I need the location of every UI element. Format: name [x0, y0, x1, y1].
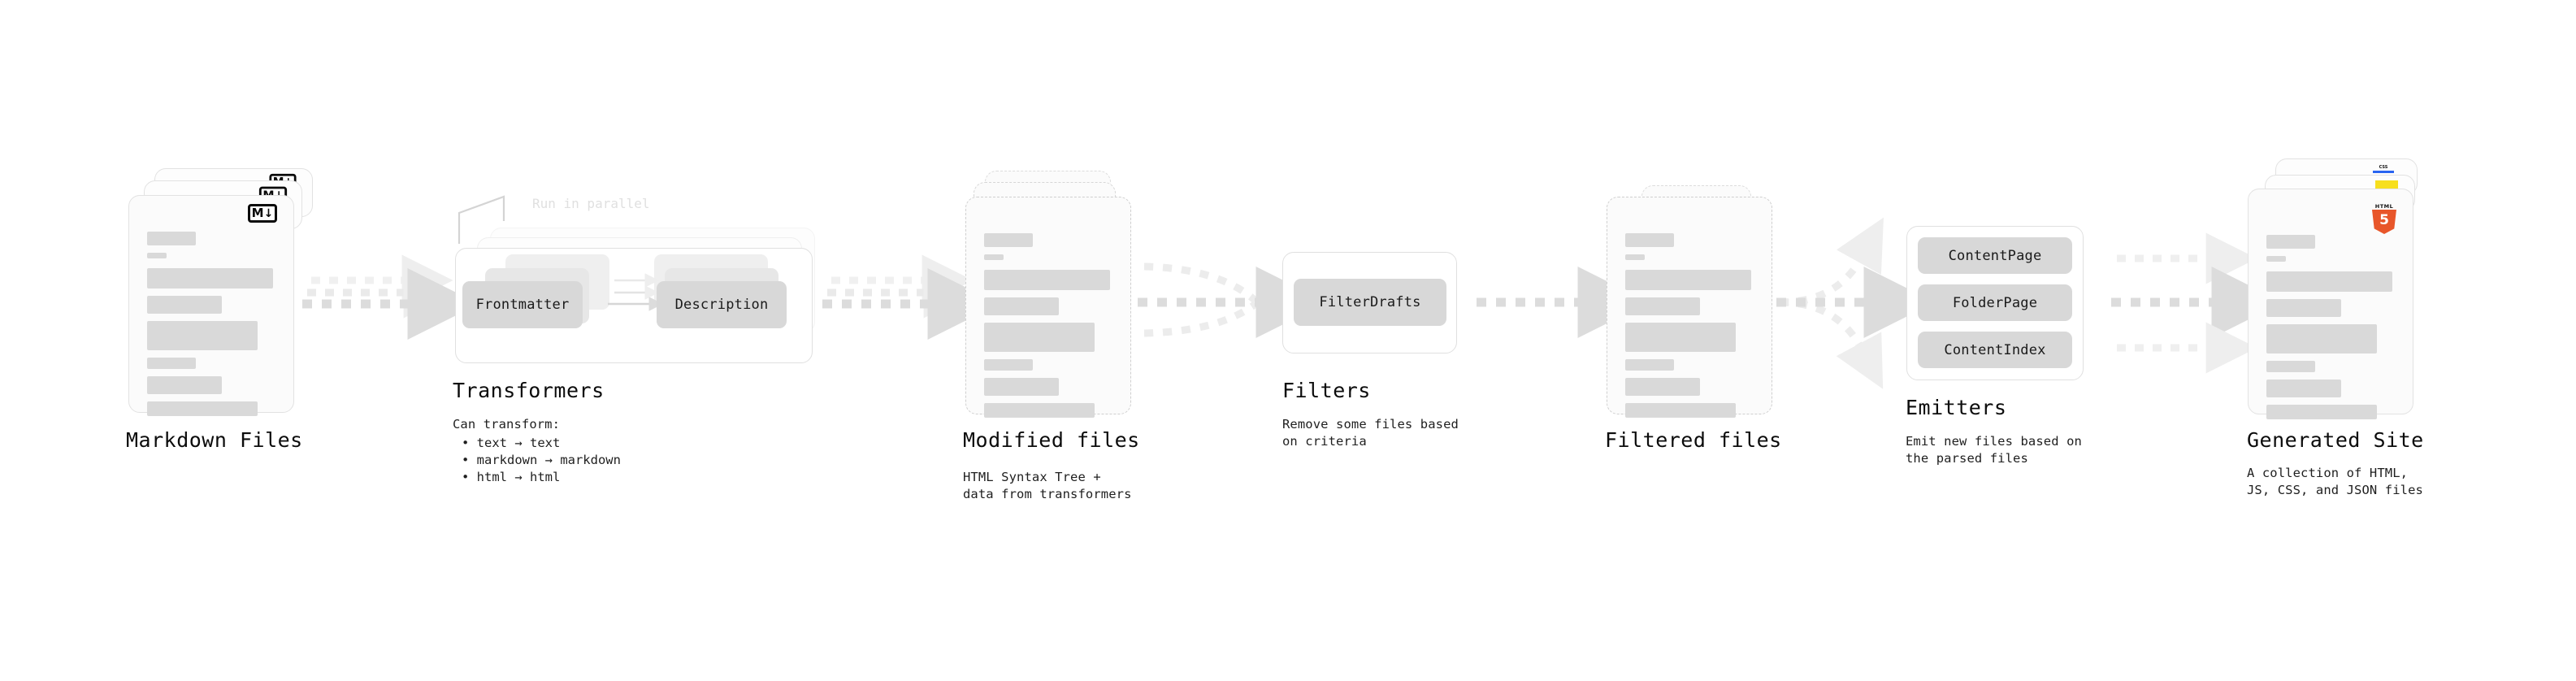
content-bar: [984, 323, 1095, 352]
content-bar: [1625, 233, 1674, 247]
stage-title-generated-site: Generated Site: [2247, 428, 2424, 452]
content-bar: [2266, 380, 2341, 397]
content-bar: [2266, 299, 2341, 317]
css-underline: [2373, 171, 2394, 173]
stage-subtitle-emitters: Emit new files based on the parsed files: [1906, 434, 2082, 466]
arrow-transformers-to-modified: [822, 254, 1000, 340]
content-bar: [2266, 271, 2392, 292]
bullet-item: • text → text: [462, 436, 561, 450]
plugin-label: ContentPage: [1948, 247, 2042, 264]
plugin-pill-filterdrafts[interactable]: FilterDrafts: [1294, 279, 1446, 326]
html5-shield: [2372, 210, 2396, 234]
content-bar: [984, 297, 1059, 315]
stage-subtitle-transformers: Can transform:: [453, 417, 561, 432]
run-in-parallel-label: Run in parallel: [532, 196, 650, 211]
plugin-pill-contentindex[interactable]: ContentIndex: [1918, 332, 2072, 368]
content-bar: [2266, 405, 2377, 419]
content-bar: [1625, 403, 1736, 418]
plugin-label: Frontmatter: [475, 297, 570, 313]
markdown-sheet-front: [128, 195, 294, 416]
content-bar: [147, 268, 273, 288]
html5-caption: HTML: [2374, 203, 2394, 210]
html5-logo-icon: HTML: [2371, 203, 2397, 234]
css3-logo-icon: CSS: [2373, 165, 2394, 173]
filtered-content-bars: [1625, 233, 1754, 425]
content-bar: [2266, 235, 2315, 249]
content-bar: [147, 232, 196, 245]
content-bar: [147, 401, 258, 416]
markdown-content-bars: [147, 232, 275, 423]
content-bar: [984, 378, 1059, 396]
content-bar: [2266, 361, 2315, 372]
content-bar: [1625, 359, 1674, 371]
plugin-pill-frontmatter[interactable]: Frontmatter: [462, 281, 583, 328]
stage-subtitle-modified-files: HTML Syntax Tree + data from transformer…: [963, 470, 1132, 501]
bullet-item: • html → html: [462, 470, 561, 484]
content-bar: [2266, 324, 2377, 354]
plugin-pill-contentpage[interactable]: ContentPage: [1918, 237, 2072, 274]
stage-title-emitters: Emitters: [1906, 396, 2007, 419]
stage-title-transformers: Transformers: [453, 379, 605, 402]
transformers-bullet-list: • text → text • markdown → markdown • ht…: [462, 435, 621, 486]
content-bar: [147, 321, 258, 350]
plugin-label: FolderPage: [1952, 294, 2038, 311]
generated-site-stack: CSS HTML: [0, 0, 2418, 419]
plugin-label: FilterDrafts: [1319, 294, 1421, 310]
content-bar: [1625, 378, 1700, 396]
markdown-logo-icon: M↓: [248, 204, 277, 223]
filtered-sheet-front: [1607, 197, 1772, 418]
content-bar: [984, 270, 1110, 290]
modified-content-bars: [984, 233, 1112, 425]
content-bar: [1625, 254, 1645, 260]
stage-title-filters: Filters: [1282, 379, 1371, 402]
bullet-item: • markdown → markdown: [462, 453, 621, 467]
stage-title-filtered-files: Filtered files: [1605, 428, 1782, 452]
content-bar: [1625, 323, 1736, 352]
stage-subtitle-generated-site: A collection of HTML, JS, CSS, and JSON …: [2247, 466, 2423, 497]
content-bar: [147, 376, 222, 394]
css-caption: CSS: [2379, 165, 2388, 170]
content-bar: [984, 403, 1095, 418]
markdown-letter-m: M: [251, 206, 264, 220]
content-bar: [147, 253, 167, 258]
content-bar: [984, 254, 1004, 260]
content-bar: [984, 359, 1033, 371]
stage-subtitle-filters: Remove some files based on criteria: [1282, 417, 1459, 449]
markdown-down-arrow: ↓: [263, 206, 274, 220]
arrow-emitters-to-site: [2111, 232, 2283, 374]
stage-title-markdown-files: Markdown Files: [126, 428, 303, 452]
content-bar: [147, 358, 196, 369]
content-bar: [1625, 297, 1700, 315]
content-bar: [147, 296, 222, 314]
arrow-markdown-to-transformers: [302, 254, 479, 340]
plugin-label: Description: [674, 297, 769, 313]
site-content-bars: [2266, 235, 2395, 427]
content-bar: [2266, 256, 2286, 262]
modified-sheet-front: [965, 197, 1131, 418]
plugin-pill-description[interactable]: Description: [657, 281, 787, 328]
plugin-pill-folderpage[interactable]: FolderPage: [1918, 284, 2072, 321]
arrow-modified-to-filters: [1138, 262, 1328, 338]
stage-title-modified-files: Modified files: [963, 428, 1140, 452]
content-bar: [1625, 270, 1751, 290]
content-bar: [984, 233, 1033, 247]
arrow-filtered-to-emitters: [1776, 217, 1936, 389]
plugin-label: ContentIndex: [1944, 341, 2046, 358]
